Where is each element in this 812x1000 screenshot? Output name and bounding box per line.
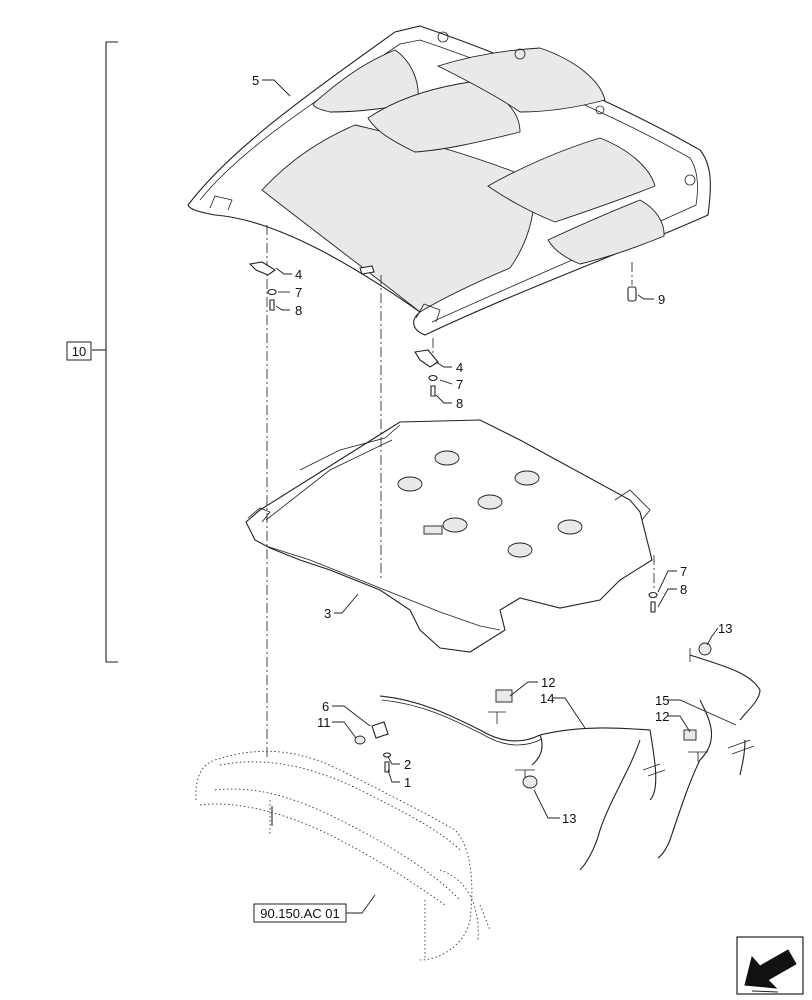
grommet-11 <box>354 735 366 745</box>
assembly-label-box <box>66 341 92 361</box>
callout-12-a: 12 <box>541 675 555 690</box>
roof-panel <box>187 25 711 336</box>
clip-12-b <box>683 729 697 741</box>
reference-label-text: 90.150.AC 01 <box>260 906 340 921</box>
hardware-center <box>414 349 439 397</box>
navigation-arrow-icon[interactable] <box>736 936 804 995</box>
bracket-center <box>414 349 439 368</box>
assembly-bracket: 10 <box>66 41 118 663</box>
grommet-13-b <box>522 775 538 789</box>
washer-left <box>267 288 277 296</box>
washer-center <box>428 374 438 382</box>
callout-7-left: 7 <box>295 285 302 300</box>
pin <box>627 286 637 302</box>
callout-8-right: 8 <box>680 582 687 597</box>
clip-left <box>359 265 375 275</box>
callout-numbers: 5 4 7 8 4 7 8 9 7 8 3 6 11 2 1 12 14 15 … <box>252 73 732 826</box>
callout-14: 14 <box>540 691 554 706</box>
reference-structure <box>195 750 491 961</box>
panel-mount-7 <box>507 542 533 558</box>
panel-mount-5 <box>442 517 468 533</box>
callout-7-center: 7 <box>456 377 463 392</box>
washer-2 <box>382 752 392 758</box>
panel-mount-6 <box>557 519 583 535</box>
bracket-left <box>248 261 276 276</box>
clip-6 <box>371 721 389 739</box>
callout-3: 3 <box>324 606 331 621</box>
panel-slot <box>423 525 443 535</box>
callout-4-center: 4 <box>456 360 463 375</box>
panel-mount-3 <box>477 494 503 510</box>
callout-13-b: 13 <box>562 811 576 826</box>
hardware-left <box>248 261 375 311</box>
pin-body <box>627 286 637 302</box>
callout-9: 9 <box>658 292 665 307</box>
callout-2: 2 <box>404 757 411 772</box>
lower-panel <box>245 419 653 653</box>
callout-13-a: 13 <box>718 621 732 636</box>
hose-assembly <box>379 642 761 871</box>
callout-11: 11 <box>317 715 331 730</box>
hardware-lower <box>354 721 392 773</box>
panel-mount-4 <box>514 470 540 486</box>
grommet-13-a <box>698 642 712 656</box>
callout-1: 1 <box>404 775 411 790</box>
reference-label: 90.150.AC 01 <box>253 894 376 923</box>
callout-leaders <box>262 79 737 819</box>
washer-right <box>648 591 658 599</box>
callout-15: 15 <box>655 693 669 708</box>
panel-mount-2 <box>434 450 460 466</box>
callout-5: 5 <box>252 73 259 88</box>
callout-8-center: 8 <box>456 396 463 411</box>
clip-12-a <box>495 689 513 703</box>
callout-6: 6 <box>322 699 329 714</box>
panel-mount-1 <box>397 476 423 492</box>
assembly-label: 10 <box>72 344 86 359</box>
screw-center <box>430 385 436 397</box>
hardware-right <box>648 591 658 613</box>
screw-right <box>650 601 656 613</box>
callout-12-b: 12 <box>655 709 669 724</box>
screw-left <box>269 299 275 311</box>
callout-4-left: 4 <box>295 267 302 282</box>
callout-7-right: 7 <box>680 564 687 579</box>
callout-8-left: 8 <box>295 303 302 318</box>
